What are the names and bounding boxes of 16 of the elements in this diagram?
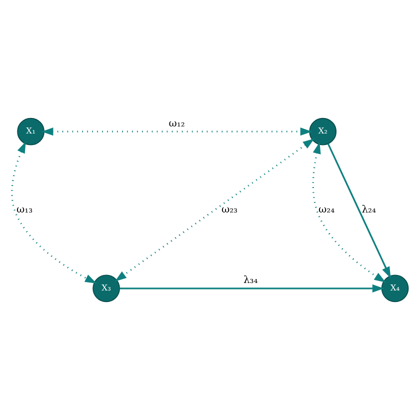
edge-label: λ₂₄ [362, 204, 376, 216]
edge-label: ω₁₂ [168, 118, 185, 130]
node-circle: X₄ [381, 274, 409, 302]
node-circle: X₁ [17, 118, 44, 146]
arrow [114, 138, 314, 282]
node-circle: X₃ [92, 274, 120, 302]
arrow [312, 142, 386, 282]
edge-label: ω₂₄ [318, 204, 335, 216]
arrow [11, 141, 97, 284]
node-circle: X₂ [309, 118, 337, 146]
arrow [42, 128, 312, 136]
edge-label: λ₃₄ [244, 275, 258, 286]
edge-label: ω₁₃ [16, 204, 33, 216]
edge-label: ω₂₃ [221, 204, 238, 216]
arrow [120, 284, 384, 292]
arrow [327, 143, 391, 278]
